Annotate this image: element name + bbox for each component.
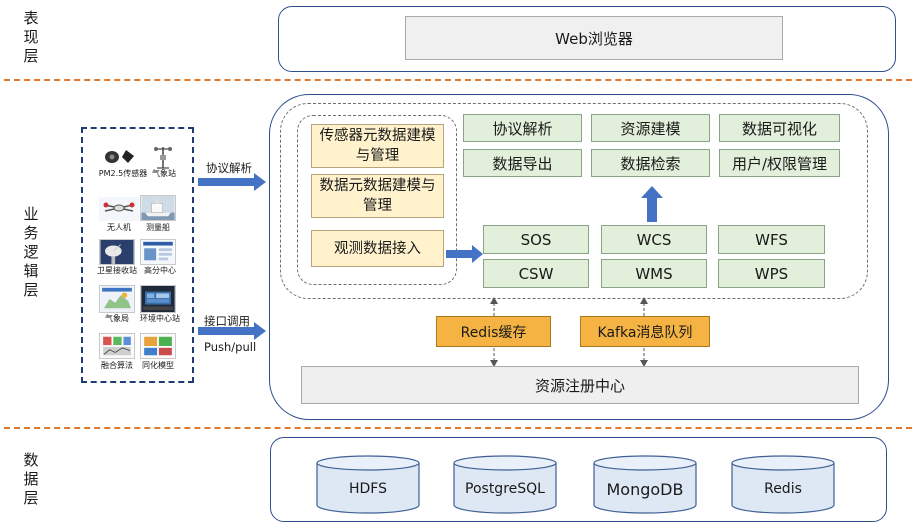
ogc-service-wps: WPS (718, 259, 825, 288)
protocol-parse-label: 协议解析 (206, 161, 252, 175)
database-postgresql-icon (453, 455, 557, 514)
connector-right (640, 297, 648, 367)
database-hdfs-icon (316, 455, 420, 514)
source-label-gaofen-center: 高分中心 (144, 266, 176, 275)
source-label-survey-ship: 测量船 (146, 223, 170, 232)
source-label-drone: 无人机 (107, 223, 131, 232)
service-data-visualization: 数据可视化 (719, 114, 840, 142)
metadata-dashed-region (297, 115, 457, 285)
layer-divider-top (4, 79, 912, 81)
drone-icon (99, 197, 139, 221)
source-label-environment-center: 环境中心站 (140, 314, 180, 323)
interface-call-arrow (198, 322, 266, 340)
source-label-assimilation-model: 同化模型 (142, 361, 174, 370)
database-redis-icon (731, 455, 835, 514)
interface-call-label: 接口调用 (204, 314, 250, 328)
service-data-export: 数据导出 (463, 149, 582, 177)
layer-label-presentation: 表现层 (23, 9, 39, 65)
sensor-metadata-box: 传感器元数据建模与管理 (311, 124, 444, 168)
environment-center-icon (140, 285, 176, 313)
ogc-service-csw: CSW (483, 259, 589, 288)
meteorological-bureau-icon (99, 285, 135, 313)
database-postgresql-label: PostgreSQL (465, 481, 545, 497)
survey-ship-icon (140, 195, 176, 221)
database-redis-label: Redis (764, 481, 802, 497)
up-arrow-to-retrieval (641, 186, 663, 222)
database-hdfs-label: HDFS (348, 481, 387, 497)
service-resource-modeling: 资源建模 (591, 114, 710, 142)
source-label-fusion-algorithm: 融合算法 (101, 361, 133, 370)
ogc-service-wfs: WFS (718, 225, 825, 254)
layer-label-data: 数据层 (23, 451, 39, 507)
kafka-queue-box: Kafka消息队列 (580, 316, 710, 347)
source-label-meteorological-bureau: 气象局 (105, 314, 129, 323)
ogc-service-wms: WMS (601, 259, 707, 288)
web-browser-box: Web浏览器 (405, 16, 783, 60)
service-protocol-parse: 协议解析 (463, 114, 582, 142)
weather-station-icon (154, 147, 172, 169)
source-label-satellite-station: 卫星接收站 (97, 266, 137, 275)
connector-left (490, 297, 498, 367)
fusion-algorithm-icon (99, 333, 135, 359)
redis-cache-box: Redis缓存 (436, 316, 551, 347)
gaofen-center-icon (140, 239, 176, 265)
layer-label-business: 业务逻辑层 (23, 205, 39, 299)
source-label-weather-station: 气象站 (152, 169, 176, 178)
pm25-sensor-icon (105, 150, 134, 163)
services-dashed-region (280, 103, 868, 299)
assimilation-model-icon (140, 333, 176, 359)
observation-access-arrow (446, 245, 483, 263)
push-pull-label: Push/pull (204, 340, 257, 354)
database-mongodb-icon (593, 455, 697, 514)
service-data-retrieval: 数据检索 (591, 149, 710, 177)
observation-access-box: 观测数据接入 (311, 230, 444, 267)
ogc-service-wcs: WCS (601, 225, 707, 254)
source-label-pm25: PM2.5传感器 (98, 169, 148, 178)
service-user-permission: 用户/权限管理 (719, 149, 840, 177)
database-mongodb-label: MongoDB (606, 480, 684, 499)
satellite-station-icon (99, 239, 135, 265)
data-sources-panel (81, 127, 194, 383)
layer-divider-bottom (4, 427, 912, 429)
data-metadata-box: 数据元数据建模与管理 (311, 174, 444, 218)
resource-registry-box: 资源注册中心 (301, 366, 859, 404)
ogc-service-sos: SOS (483, 225, 589, 254)
protocol-parse-arrow (198, 173, 266, 191)
